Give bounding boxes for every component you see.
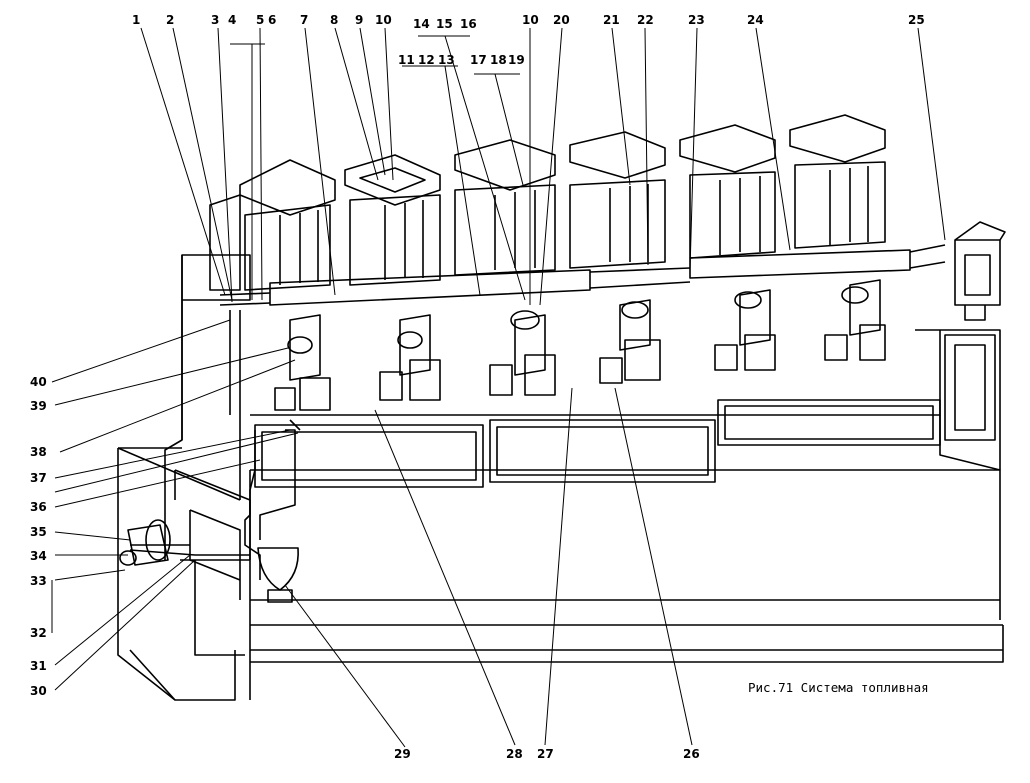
callout-27: 27 [537, 747, 554, 761]
inspection-panels [254, 399, 941, 488]
callout-13: 13 [438, 53, 455, 67]
cylinder-units [209, 114, 886, 411]
figure-caption: Рис.71 Система топливная [748, 680, 929, 695]
callout-30: 30 [30, 684, 47, 698]
callout-37: 37 [30, 471, 47, 485]
callout-16: 16 [460, 17, 477, 31]
callout-24: 24 [747, 13, 764, 27]
callout-32: 32 [30, 626, 47, 640]
callout-2: 2 [166, 13, 175, 27]
callout-29: 29 [394, 747, 411, 761]
callout-8: 8 [330, 13, 339, 27]
callout-7: 7 [300, 13, 309, 27]
callout-10b: 10 [522, 13, 539, 27]
callout-33: 33 [30, 574, 47, 588]
crankcase-body [164, 254, 1004, 700]
callout-10a: 10 [375, 13, 392, 27]
callout-18: 18 [490, 53, 507, 67]
callout-21: 21 [603, 13, 620, 27]
governor-box [954, 221, 1006, 321]
callout-39: 39 [30, 399, 47, 413]
front-lower-block [117, 447, 251, 701]
callout-28: 28 [506, 747, 523, 761]
leader-lines [51, 27, 946, 748]
callout-38: 38 [30, 445, 47, 459]
callout-25: 25 [908, 13, 925, 27]
callout-31: 31 [30, 659, 47, 673]
callout-17: 17 [470, 53, 487, 67]
callout-9: 9 [355, 13, 364, 27]
callout-36: 36 [30, 500, 47, 514]
callout-23: 23 [688, 13, 705, 27]
callout-12: 12 [418, 53, 435, 67]
callout-1: 1 [132, 13, 141, 27]
fuel-filter [257, 547, 299, 603]
callout-26: 26 [683, 747, 700, 761]
callout-11: 11 [398, 53, 415, 67]
callout-6: 6 [268, 13, 277, 27]
callout-22: 22 [637, 13, 654, 27]
callout-15: 15 [436, 17, 453, 31]
callout-40: 40 [30, 375, 47, 389]
callout-19: 19 [508, 53, 525, 67]
callout-5: 5 [256, 13, 265, 27]
callout-14: 14 [413, 17, 430, 31]
priming-pump [119, 519, 171, 566]
callout-35: 35 [30, 525, 47, 539]
callout-34: 34 [30, 549, 47, 563]
fuel-manifold [219, 244, 946, 306]
callout-20: 20 [553, 13, 570, 27]
callout-3: 3 [211, 13, 220, 27]
callout-4: 4 [228, 13, 237, 27]
